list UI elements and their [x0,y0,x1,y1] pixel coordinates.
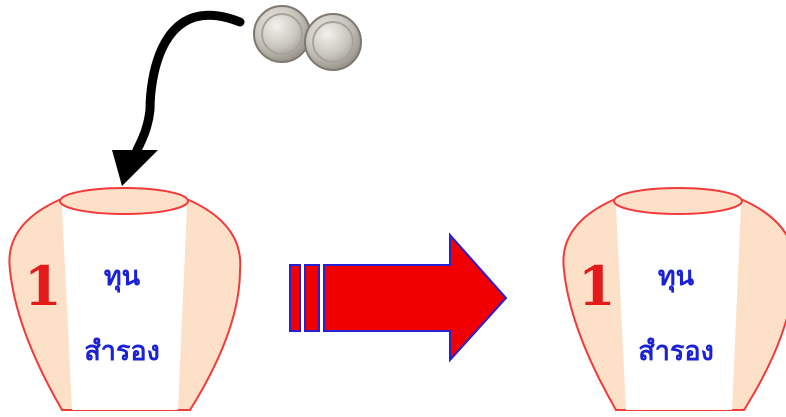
curved-arrow-icon [112,15,240,186]
jar-mouth [614,188,742,214]
jar-highlight [62,206,187,410]
jar-highlight [616,206,741,410]
right-arrow-icon [290,235,506,360]
coins-icon [254,6,361,70]
arrow-bar-2 [305,265,319,331]
jar-left: 1 ทุน สำรอง [9,188,240,410]
arrow-bar-1 [290,265,300,331]
jar-mouth [60,188,188,214]
jar-label-top: ทุน [104,261,141,293]
jar-label-top: ทุน [658,261,695,293]
jar-number: 1 [24,254,62,318]
jar-label-bottom: สำรอง [638,336,714,367]
jar-right: 1 ทุน สำรอง [563,188,786,410]
jar-label-bottom: สำรอง [84,336,160,367]
arrow-body [324,235,506,360]
jar-number: 1 [578,254,616,318]
